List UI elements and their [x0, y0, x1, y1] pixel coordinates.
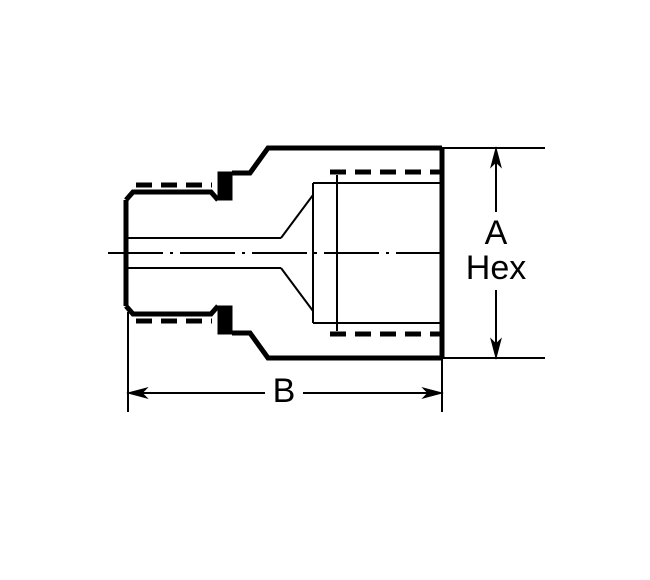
nipple-bottom-edge	[124, 304, 220, 317]
sealing-shoulder-upper	[217, 171, 233, 201]
dimension-b-arrow-right	[421, 387, 444, 399]
female-thread-lines-group	[330, 169, 442, 337]
dimension-b-arrow-left	[126, 387, 149, 399]
sealing-shoulder-lower	[217, 305, 233, 335]
dimension-a-label-primary: A	[485, 214, 508, 252]
internal-bore-group	[126, 175, 442, 331]
dimension-b-label-backdrop	[265, 372, 303, 414]
dimension-b-label: B	[273, 372, 296, 410]
dimension-a-group: A Hex	[442, 146, 545, 360]
dimension-a-arrow-bottom	[490, 337, 502, 360]
countersink-taper-upper	[280, 194, 314, 239]
male-thread-lines-group	[136, 182, 212, 324]
hex-body-bottom-edge	[232, 330, 442, 361]
dimension-a-label-secondary: Hex	[466, 249, 526, 287]
hex-body-top-edge	[232, 145, 442, 176]
nipple-top-edge	[124, 189, 220, 202]
dimension-b-group: B	[126, 312, 444, 414]
dimension-a-label-backdrop	[458, 212, 534, 290]
dimension-a-arrow-top	[490, 146, 502, 169]
countersink-taper-lower	[280, 267, 314, 312]
